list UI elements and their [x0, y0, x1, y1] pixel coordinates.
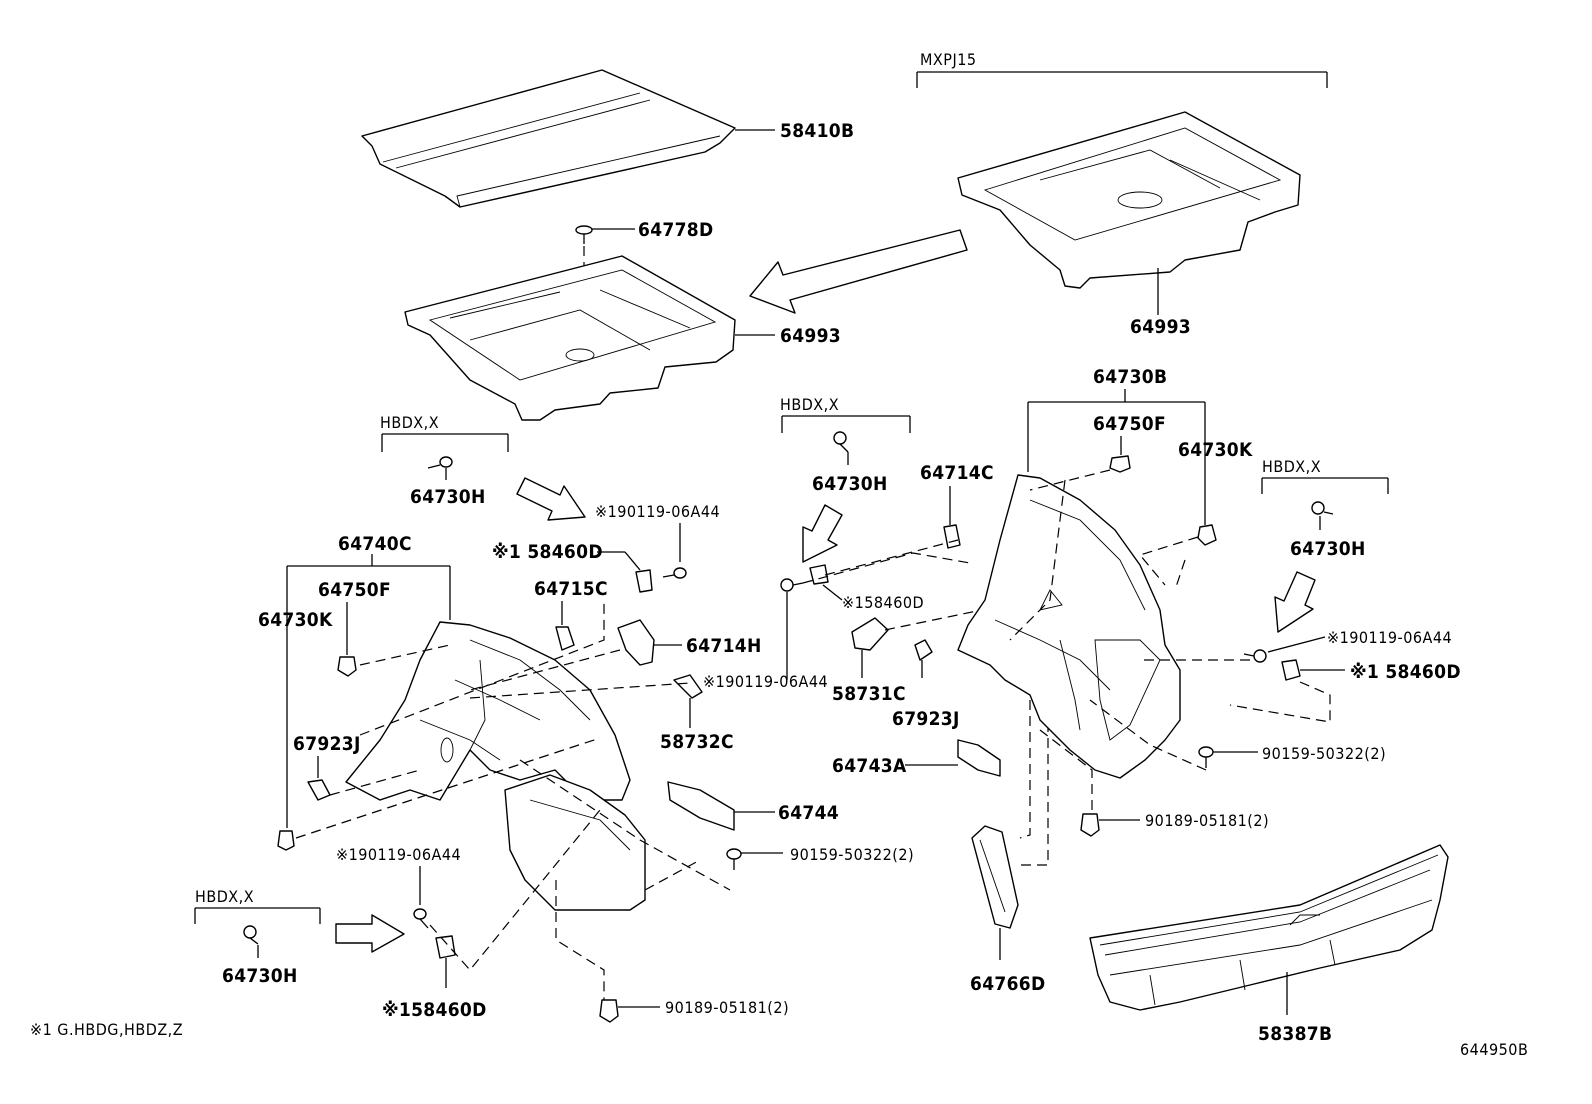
- bracket-hbdx-2: HBDX,X: [780, 395, 839, 414]
- deck-board-58410B: [361, 69, 736, 208]
- bolt-icon: [243, 925, 259, 945]
- rear-sill-58387B: [1089, 844, 1449, 1011]
- deck-tray-64993: [404, 255, 736, 421]
- clip-icon: [575, 225, 593, 244]
- label-64744: 64744: [778, 802, 839, 824]
- bolt-icon: [427, 456, 453, 469]
- label-90159-2: 90159-50322(2): [1262, 744, 1386, 763]
- bracket-hbdx-4: HBDX,X: [195, 887, 254, 906]
- label-64730H-3: 64730H: [1290, 538, 1366, 560]
- bolt-icon: [833, 431, 849, 453]
- label-64730H-2: 64730H: [812, 473, 888, 495]
- bracket-hbdx-1: HBDX,X: [380, 413, 439, 432]
- label-64750F-1: 64750F: [318, 579, 391, 601]
- clip-icon: [943, 524, 961, 549]
- label-67923J-1: 67923J: [293, 733, 361, 755]
- label-64750F-2: 64750F: [1093, 413, 1166, 435]
- label-190119-3: ※190119-06A44: [336, 845, 461, 864]
- label-190119-2: ※190119-06A44: [703, 672, 828, 691]
- bolt-icon: [413, 908, 429, 929]
- clip-icon: [307, 779, 331, 801]
- cover-64743A: [957, 739, 1001, 777]
- direction-arrow-icon: [516, 477, 586, 521]
- deck-tray-64993-mxpj15: [957, 111, 1301, 289]
- diagram-id: 644950B: [1460, 1040, 1528, 1059]
- label-58460D-1: ※1 58460D: [492, 541, 603, 563]
- side-trim-lower: [504, 774, 646, 911]
- label-64993-main: 64993: [780, 325, 841, 347]
- label-58460D-2: ※158460D: [842, 593, 924, 612]
- label-58410B: 58410B: [780, 120, 854, 142]
- clip-icon: [635, 569, 653, 593]
- side-trim-right: [957, 474, 1181, 779]
- clip-icon: [1197, 524, 1217, 546]
- bracket-mxpj15: MXPJ15: [920, 50, 977, 69]
- cover-64744: [667, 781, 735, 831]
- label-190119-4: ※190119-06A44: [1327, 628, 1452, 647]
- label-64730B: 64730B: [1093, 366, 1167, 388]
- label-64715C: 64715C: [534, 578, 608, 600]
- clip-icon: [1080, 813, 1100, 837]
- bracket-58732C: [673, 674, 703, 699]
- label-90189-1: 90189-05181(2): [665, 998, 789, 1017]
- label-64993-alt: 64993: [1130, 316, 1191, 338]
- direction-arrow-icon: [1274, 571, 1316, 633]
- footnote: ※1 G.HBDG,HBDZ,Z: [30, 1020, 183, 1039]
- label-58460D-3: ※1 58460D: [1350, 661, 1461, 683]
- cap-58731C: [851, 617, 889, 651]
- label-58387B: 58387B: [1258, 1023, 1332, 1045]
- label-67923J-2: 67923J: [892, 708, 960, 730]
- label-64743A: 64743A: [832, 755, 907, 777]
- bracket-64714H: [617, 619, 655, 666]
- label-64730H-1: 64730H: [410, 486, 486, 508]
- label-64740C: 64740C: [338, 533, 412, 555]
- label-64730K-1: 64730K: [258, 609, 333, 631]
- bracket-hbdx-3: HBDX,X: [1262, 457, 1321, 476]
- direction-arrow-icon: [335, 914, 405, 953]
- label-58731C: 58731C: [832, 683, 906, 705]
- lid-64766D: [971, 825, 1019, 929]
- label-90189-2: 90189-05181(2): [1145, 811, 1269, 830]
- bolt-icon: [662, 567, 687, 579]
- direction-arrow-icon: [802, 504, 843, 563]
- label-64766D: 64766D: [970, 973, 1045, 995]
- label-64730H-4: 64730H: [222, 965, 298, 987]
- screw-icon: [1198, 746, 1214, 768]
- label-64778D: 64778D: [638, 219, 713, 241]
- clip-icon: [1109, 455, 1131, 473]
- clip-icon: [555, 626, 575, 651]
- label-190119-1: ※190119-06A44: [595, 502, 720, 521]
- bolt-icon: [1243, 649, 1267, 663]
- direction-arrow-icon: [749, 229, 968, 314]
- label-58460D-4: ※158460D: [382, 999, 487, 1021]
- clip-icon: [1281, 659, 1301, 681]
- clip-icon: [914, 639, 933, 661]
- bolt-icon: [780, 578, 804, 592]
- clip-icon: [337, 656, 357, 677]
- label-58732C: 58732C: [660, 731, 734, 753]
- label-64730K-2: 64730K: [1178, 439, 1253, 461]
- label-90159-1: 90159-50322(2): [790, 845, 914, 864]
- label-64714H: 64714H: [686, 635, 762, 657]
- clip-icon: [809, 564, 829, 585]
- side-trim-64740C: [345, 621, 631, 801]
- screw-icon: [726, 848, 742, 870]
- clip-icon: [277, 830, 295, 851]
- clip-icon: [599, 999, 619, 1023]
- bolt-icon: [1311, 501, 1334, 515]
- clip-icon: [435, 935, 456, 959]
- label-64714C: 64714C: [920, 462, 994, 484]
